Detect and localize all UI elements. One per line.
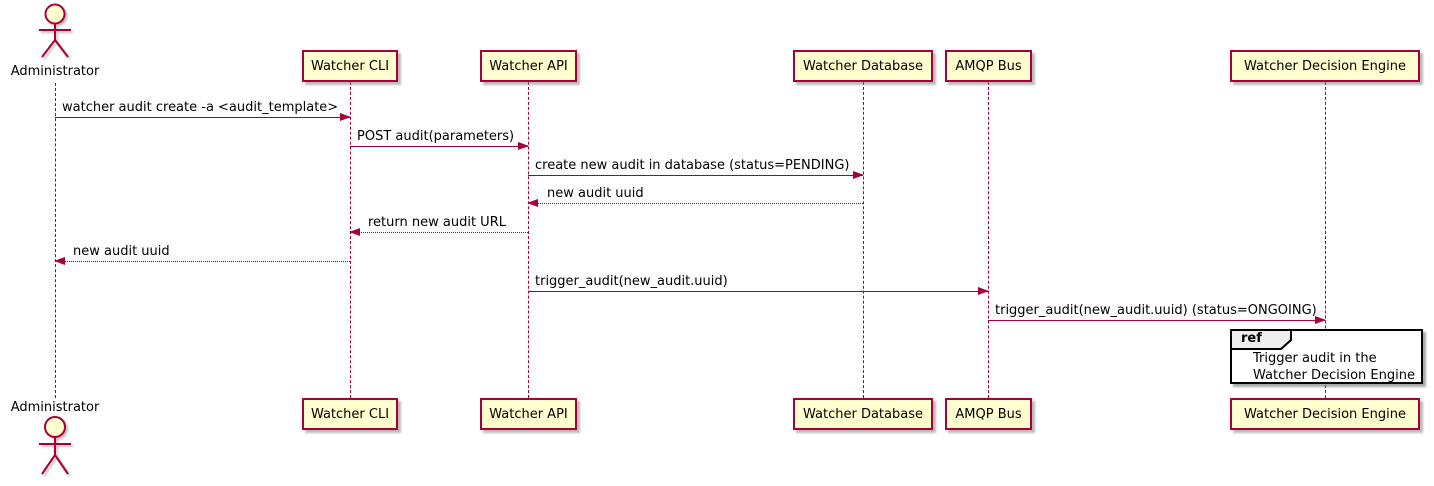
- message-label-5: return new audit URL: [368, 215, 506, 230]
- message-line-8: [988, 316, 1326, 324]
- lifeline-watcher-database: [863, 82, 864, 398]
- message-label-2: POST audit(parameters): [357, 129, 515, 144]
- message-line-4: [527, 199, 863, 207]
- message-line-2: [350, 142, 529, 150]
- lifeline-amqp-bus: [988, 82, 989, 398]
- message-label-8: trigger_audit(new_audit.uuid) (status=ON…: [995, 303, 1317, 318]
- participant-watcher-database-bottom: Watcher Database: [793, 398, 933, 430]
- lifeline-watcher-decision-engine: [1325, 82, 1326, 398]
- ref-text-line1: Trigger audit in the: [1253, 351, 1377, 366]
- actor-administrator-bottom: Administrator: [0, 399, 110, 481]
- participant-watcher-database-top: Watcher Database: [793, 50, 933, 82]
- lifeline-watcher-api: [528, 82, 529, 398]
- message-label-3: create new audit in database (status=PEN…: [535, 158, 850, 173]
- person-icon: [39, 416, 71, 475]
- actor-administrator-top: Administrator: [0, 3, 110, 79]
- participant-amqp-bus-bottom: AMQP Bus: [945, 398, 1032, 430]
- ref-text-line2: Watcher Decision Engine: [1253, 368, 1415, 383]
- ref-text: Trigger audit in the Watcher Decision En…: [1253, 350, 1415, 384]
- message-line-5: [349, 228, 528, 236]
- participant-amqp-bus-top: AMQP Bus: [945, 50, 1032, 82]
- participant-watcher-api-bottom: Watcher API: [480, 398, 577, 430]
- participant-watcher-api-top: Watcher API: [480, 50, 577, 82]
- participant-watcher-cli-bottom: Watcher CLI: [302, 398, 398, 430]
- message-line-3: [528, 171, 864, 179]
- actor-label: Administrator: [10, 64, 100, 79]
- lifeline-administrator: [55, 83, 56, 398]
- participant-watcher-cli-top: Watcher CLI: [302, 50, 398, 82]
- actor-label: Administrator: [10, 400, 100, 415]
- participant-watcher-decision-engine-top: Watcher Decision Engine: [1230, 50, 1420, 82]
- ref-keyword: ref: [1241, 331, 1262, 346]
- message-label-6: new audit uuid: [73, 244, 170, 259]
- message-label-1: watcher audit create -a <audit_template>: [62, 100, 339, 115]
- message-line-1: [55, 113, 351, 121]
- message-label-4: new audit uuid: [547, 186, 644, 201]
- ref-header-shape: [1230, 329, 1292, 350]
- message-label-7: trigger_audit(new_audit.uuid): [535, 274, 728, 289]
- participant-watcher-decision-engine-bottom: Watcher Decision Engine: [1230, 398, 1420, 430]
- message-line-7: [528, 287, 989, 295]
- person-icon: [39, 3, 71, 58]
- message-line-6: [54, 257, 350, 265]
- ref-fragment: ref Trigger audit in the Watcher Decisio…: [1230, 329, 1423, 384]
- lifeline-watcher-cli: [350, 82, 351, 398]
